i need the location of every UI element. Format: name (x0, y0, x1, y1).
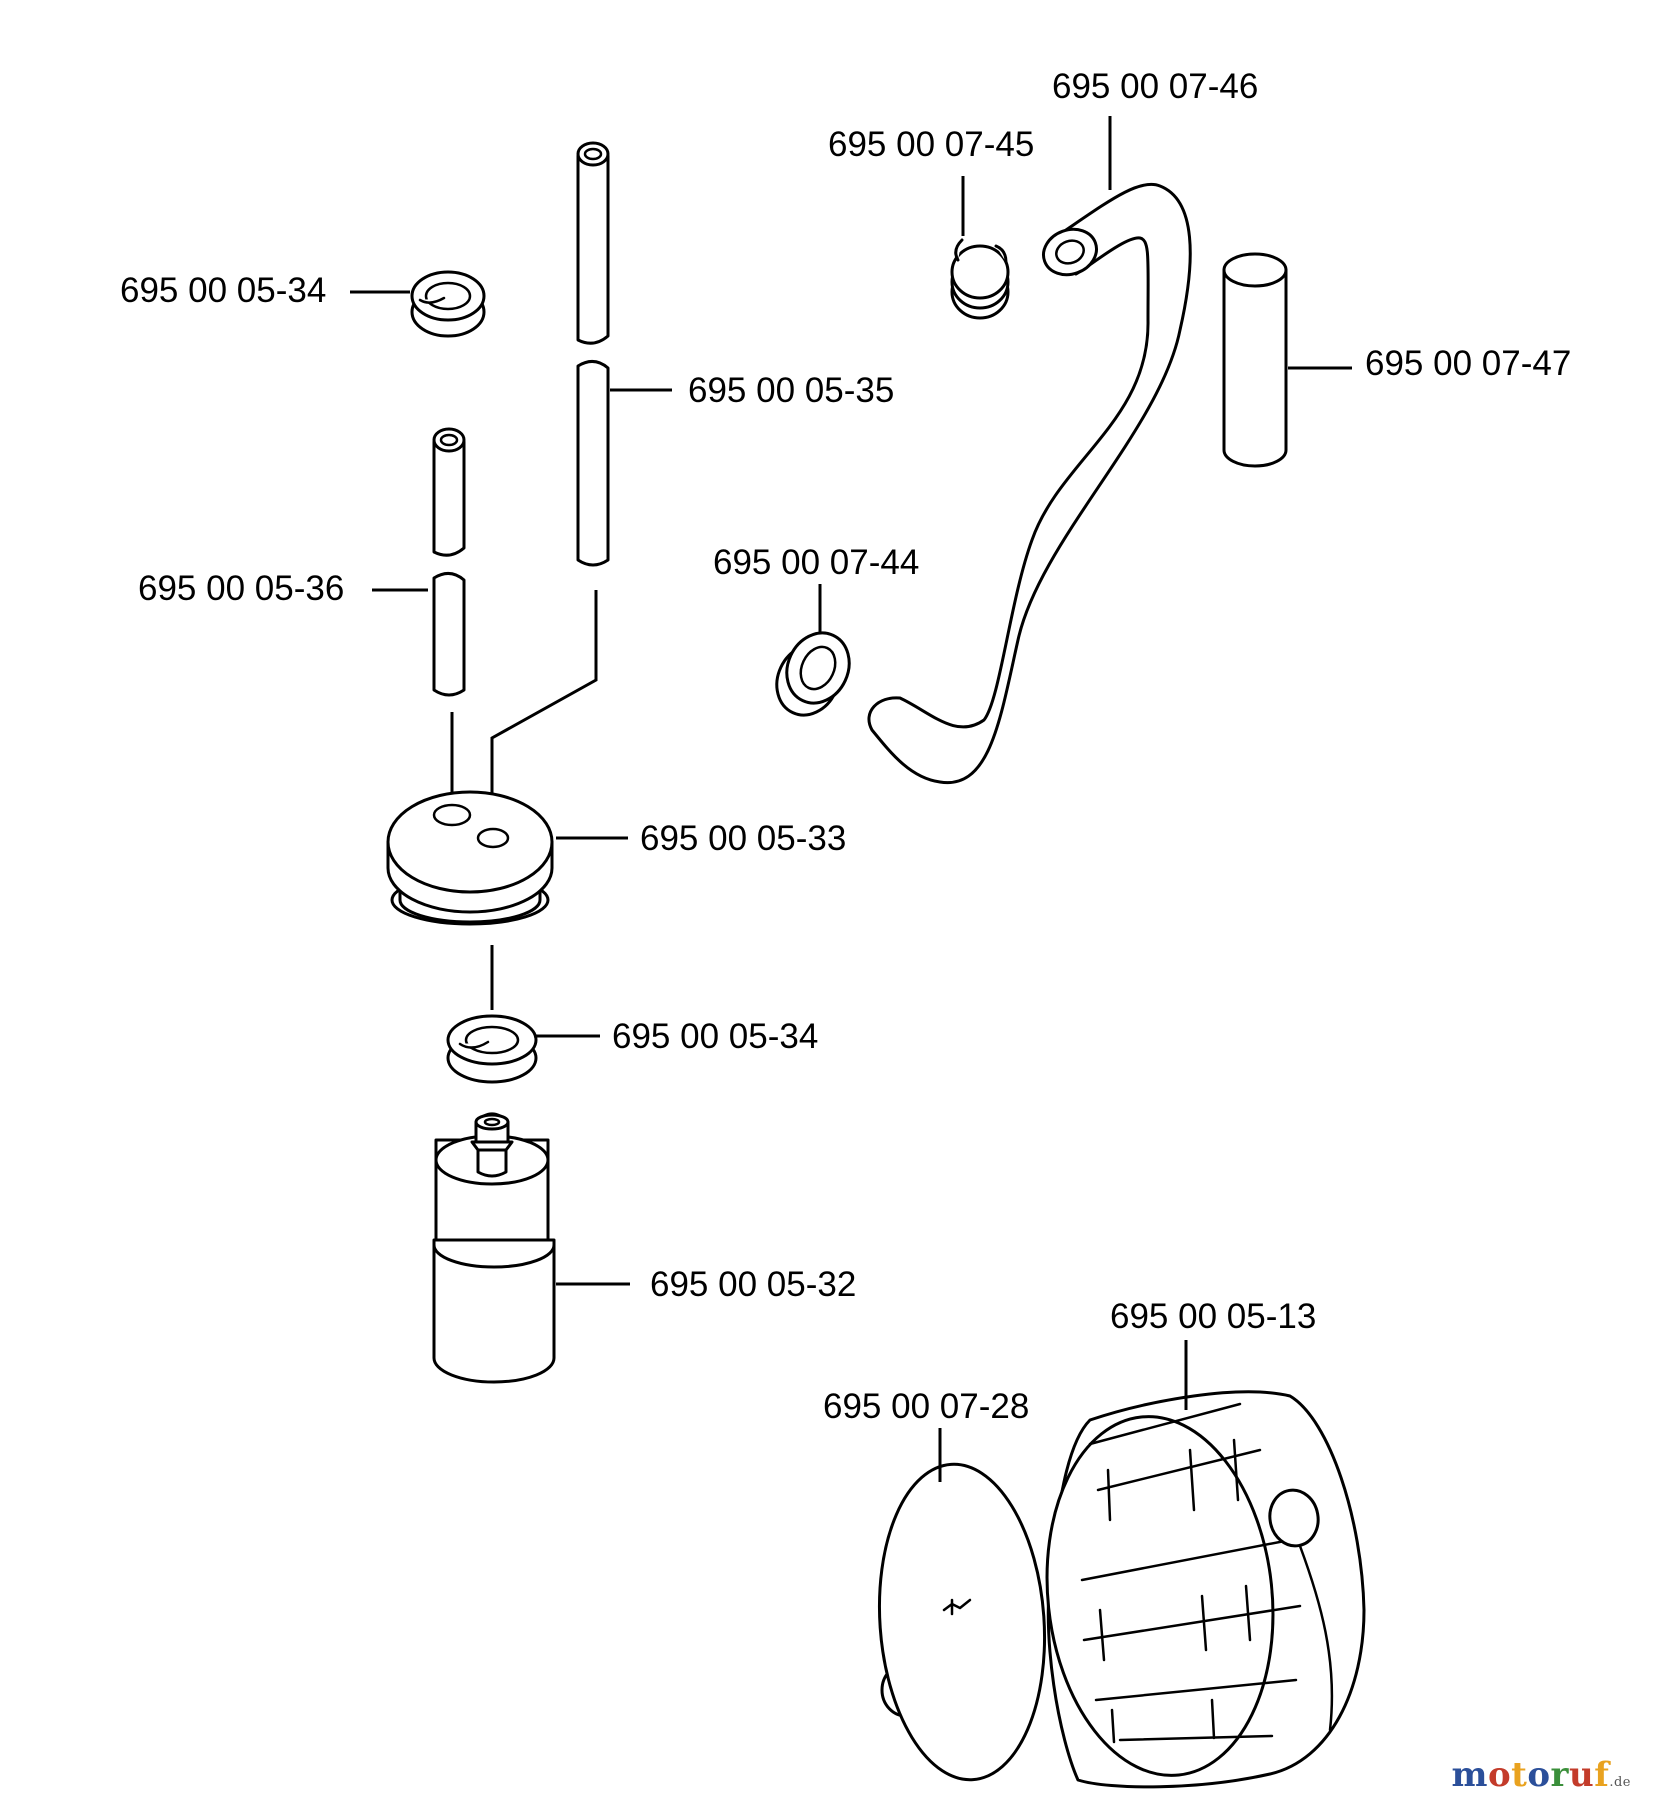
watermark-letter: o (1527, 1755, 1551, 1795)
label-curved-hose: 695 00 07-46 (1052, 67, 1258, 106)
cap-part (1045, 1390, 1366, 1789)
hose-short-part (432, 427, 466, 697)
sleeve-part (1222, 252, 1288, 468)
watermark-letter: t (1511, 1755, 1528, 1795)
watermark-letter: u (1568, 1755, 1595, 1795)
label-ring: 695 00 07-44 (713, 543, 919, 582)
label-seal-top: 695 00 05-34 (120, 271, 326, 310)
hose-long-part (576, 141, 610, 567)
label-hose-long: 695 00 05-35 (688, 371, 894, 410)
label-seal-bottom: 695 00 05-34 (612, 1017, 818, 1056)
ring-part (775, 631, 851, 717)
watermark-logo: motoruf.de (1451, 1758, 1631, 1792)
grommet-part (386, 790, 554, 926)
watermark-suffix: .de (1609, 1775, 1631, 1790)
watermark-letter: o (1487, 1755, 1512, 1795)
label-gasket: 695 00 07-28 (823, 1387, 1029, 1426)
clamp-part (950, 238, 1010, 320)
watermark-letter: f (1594, 1755, 1610, 1795)
seal-top-part (410, 270, 486, 338)
filter-part (432, 1112, 556, 1384)
seal-bottom-part (446, 1014, 538, 1084)
label-hose-short: 695 00 05-36 (138, 569, 344, 608)
label-cap: 695 00 05-13 (1110, 1297, 1316, 1336)
label-filter: 695 00 05-32 (650, 1265, 856, 1304)
curved-hose-part (867, 182, 1192, 785)
watermark-letter: m (1451, 1755, 1488, 1795)
leader-long-to-grommet (490, 590, 598, 832)
label-grommet: 695 00 05-33 (640, 819, 846, 858)
gasket-part (877, 1462, 1047, 1782)
watermark-letter: r (1550, 1755, 1569, 1795)
label-clamp: 695 00 07-45 (828, 125, 1034, 164)
label-sleeve: 695 00 07-47 (1365, 344, 1571, 383)
